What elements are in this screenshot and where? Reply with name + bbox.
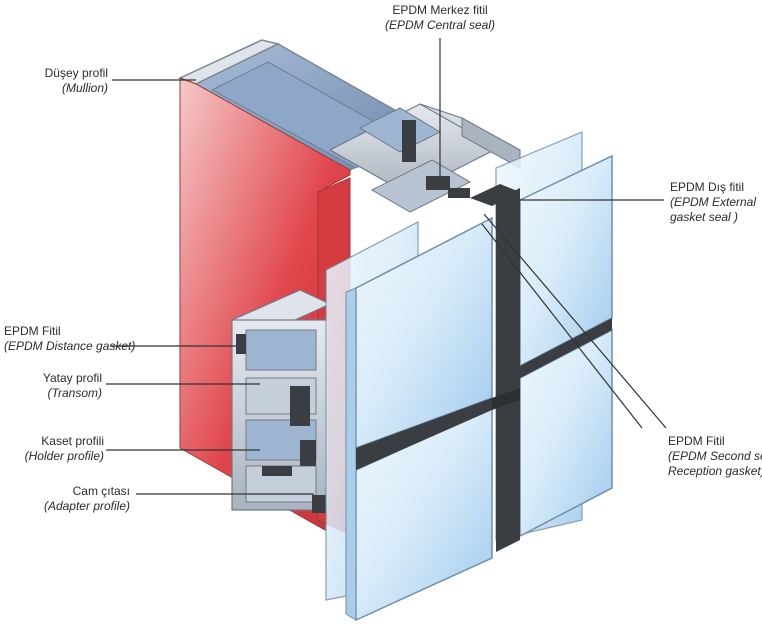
label-transom-subtitle: (Transom) bbox=[47, 386, 102, 400]
label-adapter: Cam çıtası (Adapter profile) bbox=[30, 484, 130, 514]
label-central-seal: EPDM Merkez fitil (EPDM Central seal) bbox=[378, 3, 502, 33]
label-external-seal-title: EPDM Dış fitil bbox=[670, 180, 745, 194]
label-second-seal-subtitle-2: Reception gasket) bbox=[668, 464, 762, 478]
leader-second-seal bbox=[483, 213, 667, 429]
label-central-seal-title: EPDM Merkez fitil bbox=[392, 3, 488, 17]
label-mullion-subtitle: (Mullion) bbox=[61, 81, 108, 95]
label-central-seal-subtitle: (EPDM Central seal) bbox=[384, 18, 496, 32]
leader-lines bbox=[106, 38, 667, 495]
label-second-seal: EPDM Fitil (EPDM Second seal Reception g… bbox=[668, 434, 762, 479]
label-holder: Kaset profili (Holder profile) bbox=[10, 434, 104, 464]
label-distance-gasket-title: EPDM Fitil bbox=[4, 324, 61, 338]
label-transom-title: Yatay profil bbox=[42, 371, 102, 385]
label-external-seal: EPDM Dış fitil (EPDM External gasket sea… bbox=[670, 180, 760, 225]
transom-profile bbox=[230, 289, 332, 513]
label-external-seal-subtitle-1: (EPDM External bbox=[670, 195, 757, 209]
label-mullion: Düşey profil (Mullion) bbox=[20, 66, 108, 96]
central-seal-profile bbox=[328, 103, 521, 213]
label-adapter-title: Cam çıtası bbox=[72, 484, 130, 498]
label-mullion-title: Düşey profil bbox=[44, 66, 108, 80]
label-adapter-subtitle: (Adapter profile) bbox=[43, 499, 130, 513]
label-distance-gasket-subtitle: (EPDM Distance gasket) bbox=[4, 339, 136, 353]
label-external-seal-subtitle-2: gasket seal ) bbox=[670, 210, 739, 224]
label-transom: Yatay profil (Transom) bbox=[14, 371, 102, 401]
label-distance-gasket: EPDM Fitil (EPDM Distance gasket) bbox=[4, 324, 136, 354]
glass-panels-front bbox=[345, 154, 613, 622]
label-holder-title: Kaset profili bbox=[41, 434, 104, 448]
label-second-seal-subtitle-1: (EPDM Second seal bbox=[668, 449, 762, 463]
gasket-joints bbox=[356, 184, 612, 552]
label-second-seal-title: EPDM Fitil bbox=[668, 434, 725, 448]
label-holder-subtitle: (Holder profile) bbox=[24, 449, 104, 463]
leader-second-seal-b bbox=[481, 223, 643, 429]
